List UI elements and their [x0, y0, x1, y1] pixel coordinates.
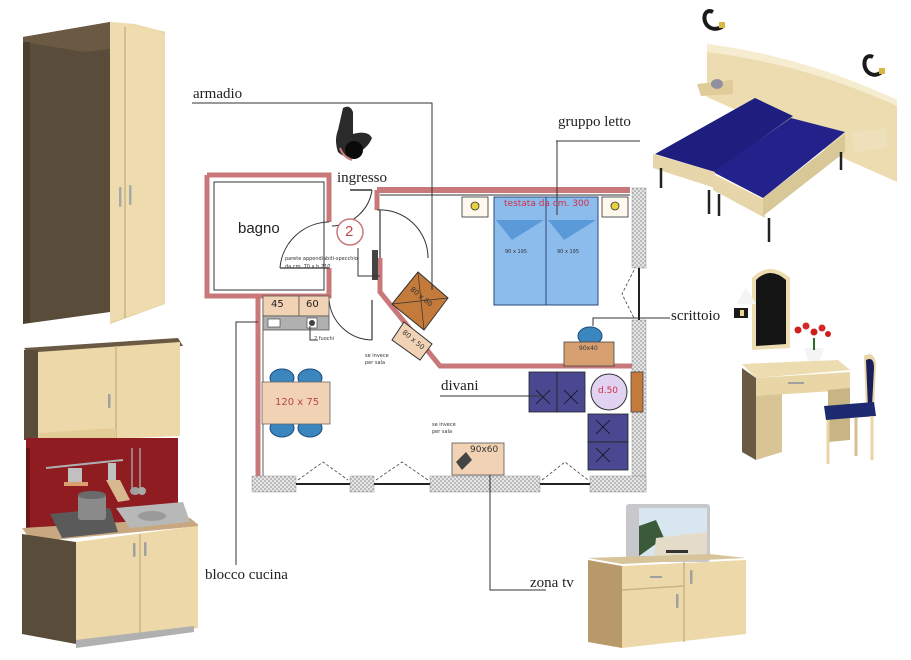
tv-cabinet-illustration — [588, 504, 746, 648]
label-sofas: divani — [441, 378, 479, 394]
on-demand-note-1: se invece — [365, 353, 389, 359]
burners-note: 2 fuochi — [314, 336, 335, 342]
desk-illustration — [734, 269, 876, 464]
kitchen-module-45: 45 — [271, 299, 284, 310]
entrance-marker — [336, 218, 364, 246]
bed-plan — [461, 196, 629, 306]
dining-table-size: 120 x 75 — [275, 397, 320, 408]
wardrobe-illustration — [23, 22, 165, 324]
coat-rack-plan — [372, 250, 378, 280]
wardrobe-plan — [391, 271, 449, 361]
room-label-bathroom: bagno — [238, 220, 280, 237]
on-demand-note-2: se invece — [432, 422, 456, 428]
tv-table-size: 90x60 — [470, 445, 499, 455]
label-kitchen-block: blocco cucina — [205, 567, 288, 583]
dining-table — [261, 368, 331, 438]
coat-rack-note: parete appendiabiti-specchio — [285, 256, 358, 262]
kitchen-counter — [262, 295, 330, 331]
on-demand-note-2b: per sala — [432, 429, 453, 435]
kitchen-module-60: 60 — [306, 299, 319, 310]
round-table-size: d.50 — [598, 386, 619, 396]
headboard-annotation: testata da cm. 300 — [504, 199, 590, 209]
desk-plan — [563, 326, 615, 367]
kitchen-block-illustration — [22, 338, 198, 648]
label-entrance: ingresso — [337, 170, 387, 186]
label-wardrobe: armadio — [193, 86, 243, 102]
callout-lines — [192, 102, 670, 591]
coat-rack-size: da cm. 70 x h 210 — [285, 264, 331, 270]
bed-group-illustration — [653, 9, 897, 242]
bed-right-size: 90 x 195 — [557, 249, 580, 255]
label-bed-group: gruppo letto — [558, 114, 631, 130]
sofas-plan — [528, 371, 644, 471]
doors — [279, 189, 429, 341]
label-tv-area: zona tv — [530, 575, 574, 591]
label-desk: scrittoio — [671, 308, 721, 324]
person-icon — [336, 106, 372, 161]
bed-left-size: 90 x 195 — [505, 249, 528, 255]
tv-table-plan — [451, 442, 505, 476]
entrance-marker-number: 2 — [345, 223, 354, 240]
on-demand-note-1b: per sala — [365, 360, 386, 366]
desk-plan-size: 90x40 — [579, 345, 598, 352]
